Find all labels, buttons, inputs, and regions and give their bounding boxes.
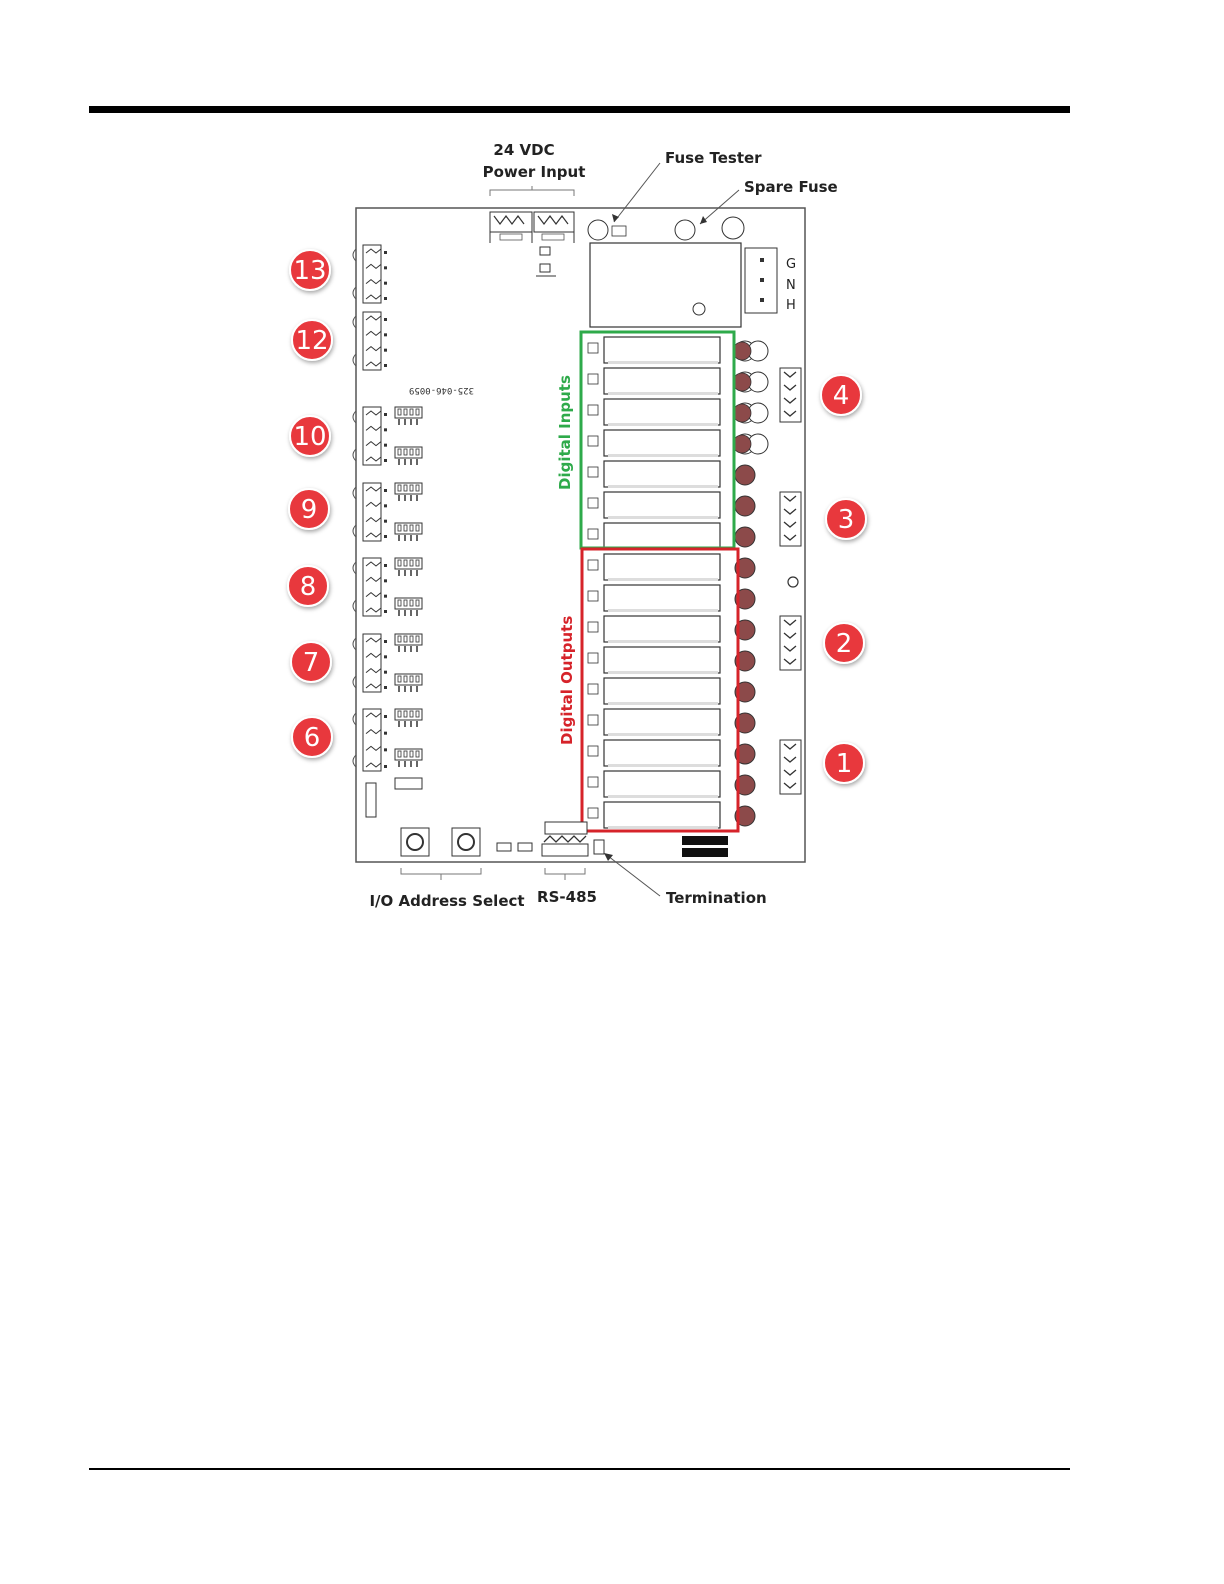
relay — [588, 368, 720, 395]
badge-number: 4 — [833, 381, 850, 411]
badge-number: 9 — [301, 495, 318, 525]
badge-number: 2 — [836, 629, 853, 659]
relay — [588, 771, 720, 798]
badge-number: 10 — [293, 422, 326, 452]
address-switch-2 — [452, 828, 480, 856]
badge-number: 1 — [836, 749, 853, 779]
relay-led — [735, 496, 755, 516]
relay — [588, 802, 720, 829]
spare-fuse-socket — [675, 220, 695, 240]
badge-number: 8 — [300, 572, 317, 602]
rs485-label: RS-485 — [537, 888, 597, 906]
relay-led — [733, 373, 751, 391]
relay — [588, 709, 720, 736]
dip-header — [395, 778, 422, 789]
relay-led — [735, 465, 755, 485]
output-terminal-block — [780, 740, 801, 794]
connector-number-badge: 9 — [289, 489, 329, 529]
power-terminal-block — [490, 212, 574, 243]
connector-number-badge: 8 — [288, 566, 328, 606]
badge-number: 7 — [303, 648, 320, 678]
ac-label-h: H — [786, 298, 796, 313]
relay-led — [735, 527, 755, 547]
termination-label: Termination — [666, 889, 767, 907]
connector-number-badge: 2 — [824, 623, 864, 663]
relay — [588, 554, 720, 581]
relay — [588, 616, 720, 643]
mount-hole — [788, 577, 798, 587]
output-terminal-block — [780, 368, 801, 422]
power-module — [590, 243, 741, 327]
relay — [588, 523, 720, 550]
small-connector — [366, 783, 376, 817]
address-switch-1 — [401, 828, 429, 856]
output-terminal-block — [780, 492, 801, 546]
relay-led — [733, 404, 751, 422]
part-number-text: 325-046-0059 — [409, 385, 474, 395]
output-terminal-block — [780, 616, 801, 670]
right-badges: 4 3 2 1 — [821, 375, 866, 783]
connector-number-badge: 10 — [290, 416, 330, 456]
connector-number-badge: 4 — [821, 375, 861, 415]
relay — [588, 492, 720, 519]
spare-fuse-label: Spare Fuse — [744, 178, 838, 196]
connector-number-badge: 13 — [290, 250, 330, 290]
ac-pin-3 — [760, 298, 764, 302]
relay — [588, 399, 720, 426]
power-input-label-line1: 24 VDC — [493, 141, 554, 159]
relay — [588, 740, 720, 767]
badge-number: 13 — [293, 256, 326, 286]
power-bracket — [490, 186, 574, 196]
badge-number: 3 — [838, 505, 855, 535]
relay-led — [733, 342, 751, 360]
connector-number-badge: 1 — [824, 743, 864, 783]
fuse-tester-led — [612, 226, 626, 236]
serial-label-block — [682, 836, 728, 845]
relay-led — [733, 435, 751, 453]
relay — [588, 461, 720, 488]
ac-pin-2 — [760, 278, 764, 282]
relay — [588, 678, 720, 705]
spare-fuse-2-socket — [722, 217, 744, 239]
digital-inputs-label: Digital Inputs — [556, 375, 574, 490]
power-module-hole — [693, 303, 705, 315]
termination-jumper — [594, 840, 604, 854]
badge-number: 12 — [295, 326, 328, 356]
ac-label-n: N — [786, 278, 796, 293]
connector-number-badge: 3 — [826, 499, 866, 539]
fuse-tester-socket — [588, 220, 608, 240]
connector-number-badge: 6 — [292, 717, 332, 757]
relay — [588, 337, 720, 364]
relay — [588, 585, 720, 612]
connector-number-badge: 12 — [292, 320, 332, 360]
fuse-tester-label: Fuse Tester — [665, 149, 762, 167]
ac-pin-1 — [760, 258, 764, 262]
relay — [588, 430, 720, 457]
power-input-label-line2: Power Input — [483, 163, 586, 181]
rs485-bracket — [545, 868, 585, 880]
digital-outputs-label: Digital Outputs — [558, 616, 576, 745]
io-address-label: I/O Address Select — [369, 892, 524, 910]
serial-label-block — [682, 848, 728, 857]
relay — [588, 647, 720, 674]
ac-label-g: G — [786, 257, 796, 272]
left-badges: 13 12 10 9 8 7 6 — [288, 250, 332, 757]
connector-number-badge: 7 — [291, 642, 331, 682]
badge-number: 6 — [304, 723, 321, 753]
io-address-bracket — [401, 868, 481, 880]
